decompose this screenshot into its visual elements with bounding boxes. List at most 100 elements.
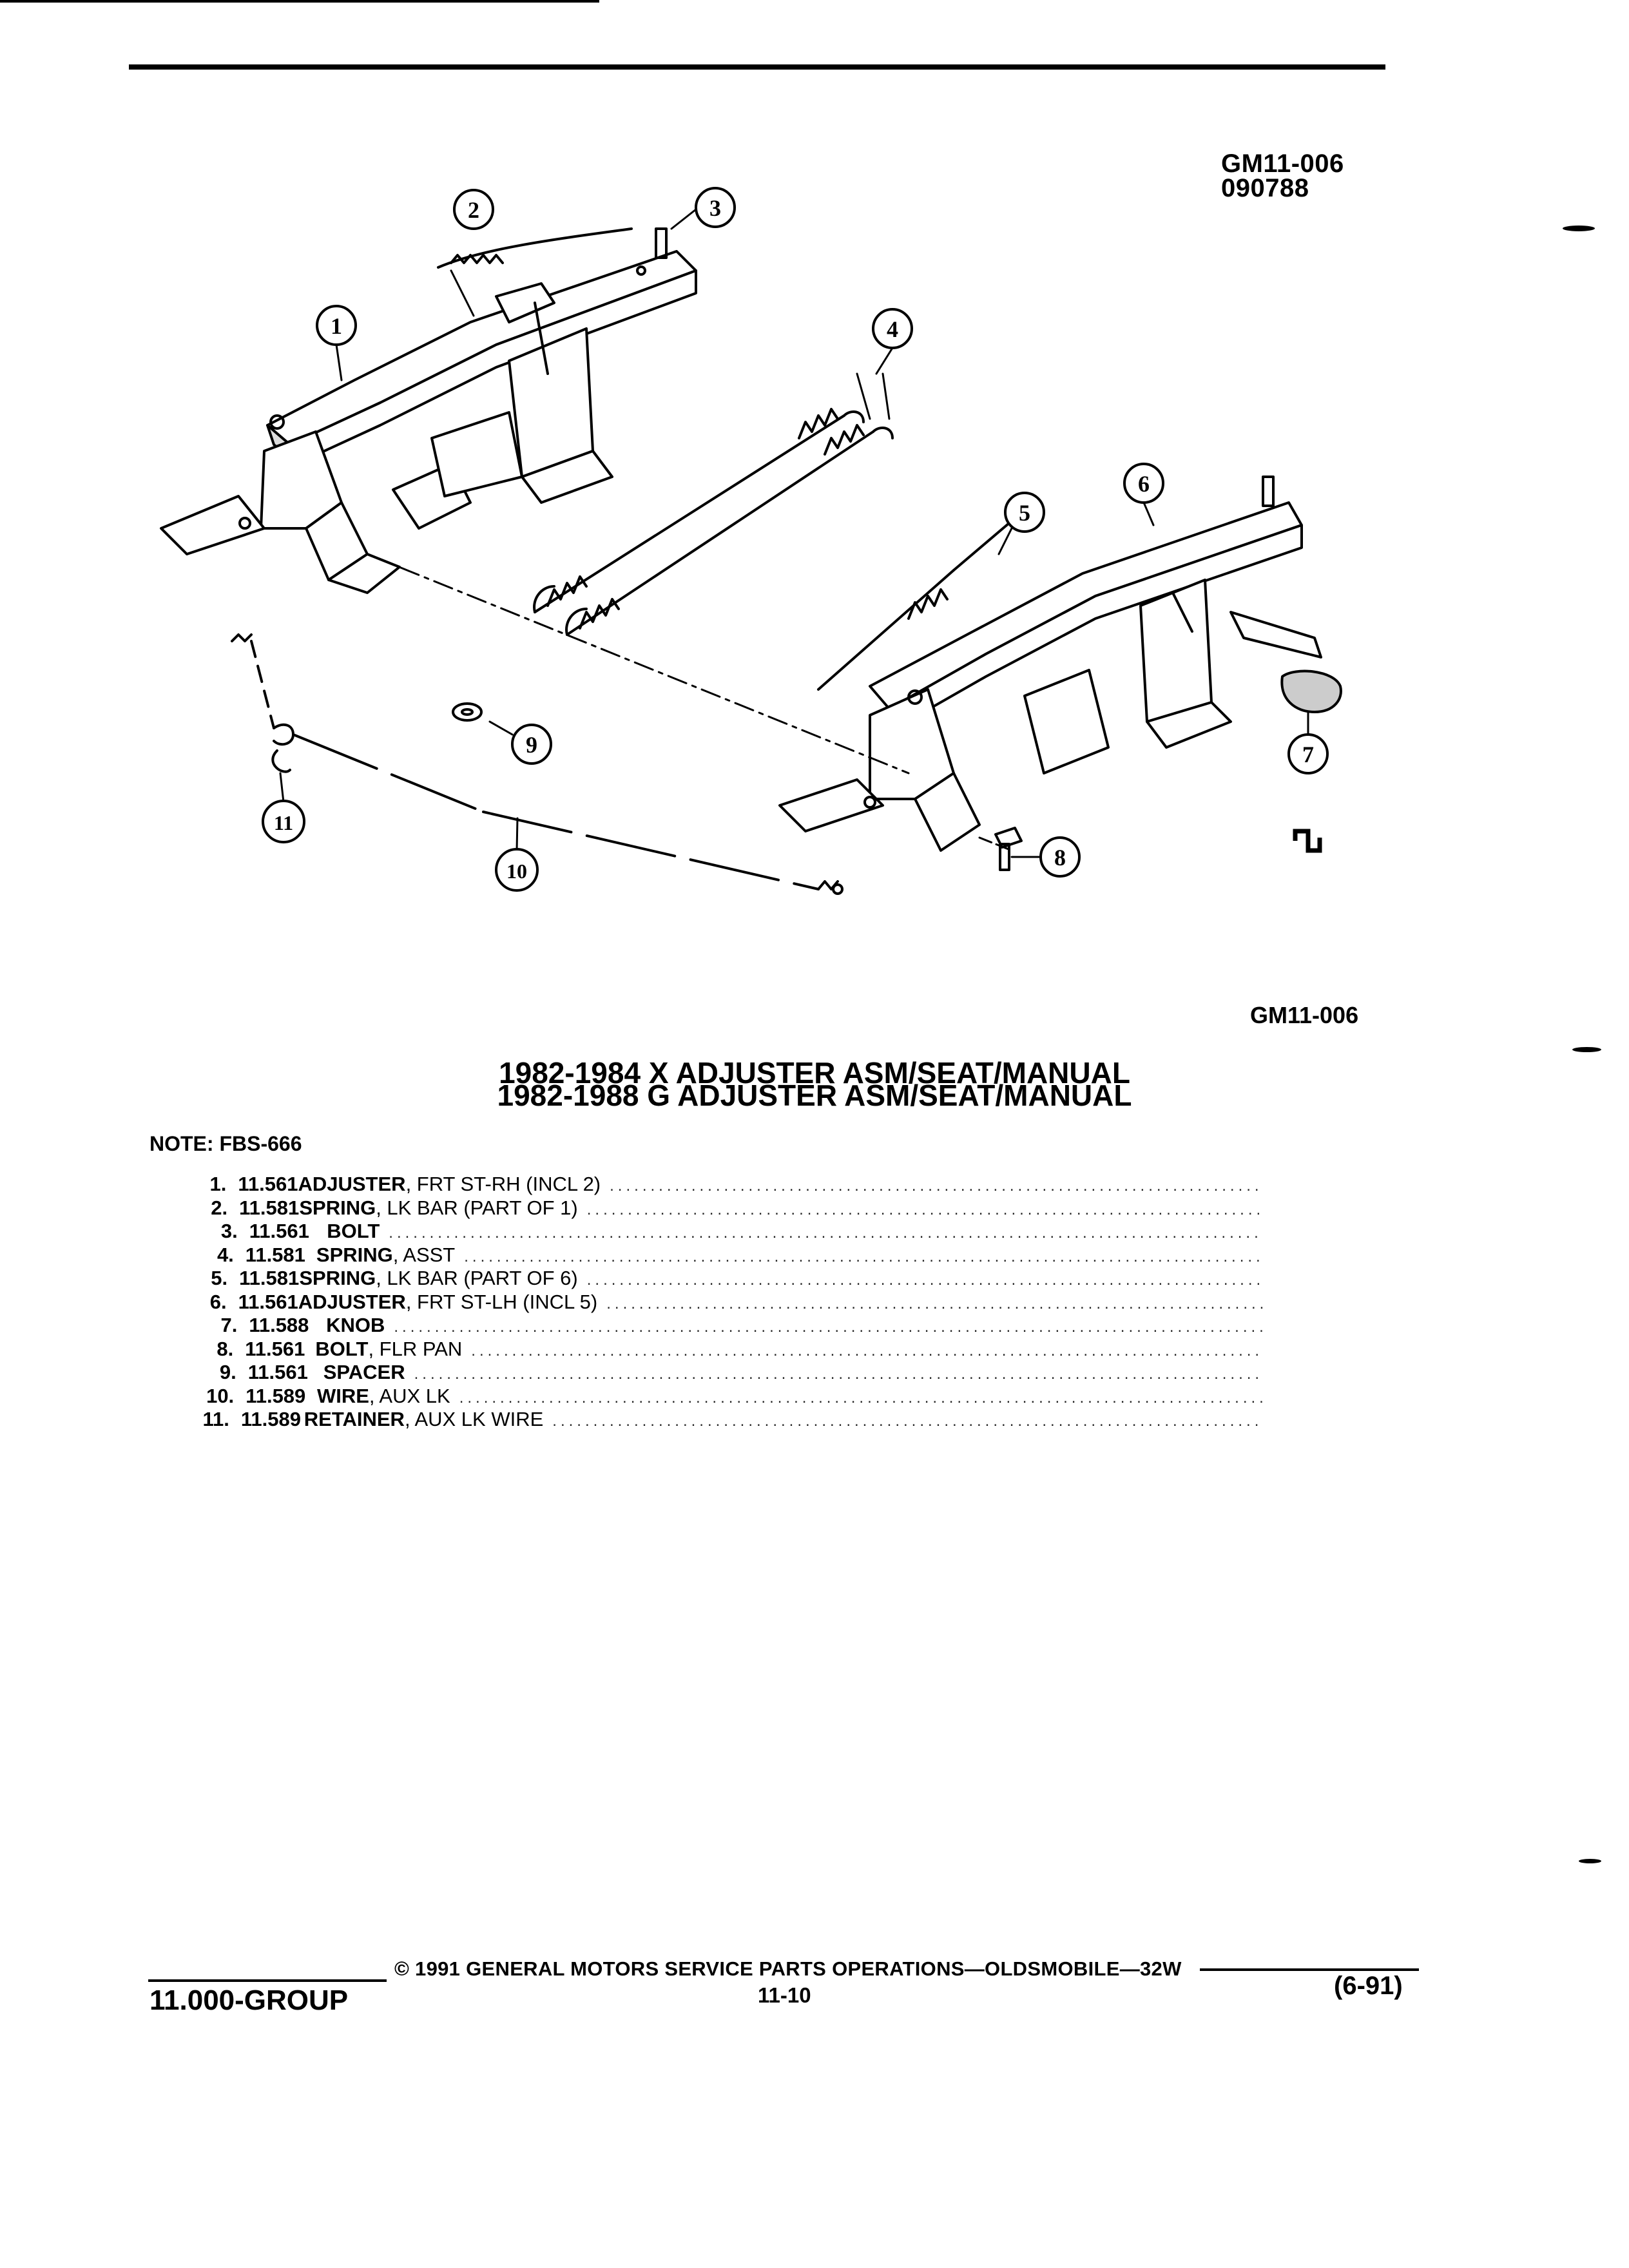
part-description: ADJUSTER, FRT ST-LH (INCL 5) <box>298 1291 598 1314</box>
part-detail: , FRT ST-LH (INCL 5) <box>405 1290 598 1313</box>
svg-text:8: 8 <box>1054 845 1066 870</box>
svg-text:11: 11 <box>274 811 293 834</box>
svg-text:4: 4 <box>887 316 898 342</box>
part-number: 2. <box>211 1196 228 1219</box>
part-name: SPRING <box>316 1243 393 1266</box>
part-description: SPRING, LK BAR (PART OF 6) <box>299 1267 577 1290</box>
part-number: 4. <box>217 1243 234 1266</box>
callout-8: 8 <box>1039 836 1081 878</box>
part-name: ADJUSTER <box>298 1173 406 1195</box>
part-name: SPRING <box>299 1267 376 1289</box>
part-name: KNOB <box>326 1314 385 1336</box>
callout-4: 4 <box>872 308 913 349</box>
part-name: BOLT <box>327 1220 380 1242</box>
leader-dots: ........................................… <box>394 1318 1263 1336</box>
title-line-1: 1982-1984 X ADJUSTER ASM/SEAT/MANUAL <box>499 1056 1130 1090</box>
callout-3: 3 <box>695 187 736 228</box>
note: NOTE: FBS-666 <box>149 1132 302 1155</box>
part-name: WIRE <box>316 1384 369 1407</box>
svg-text:2: 2 <box>468 197 479 223</box>
part-description: SPRING, ASST <box>316 1244 455 1267</box>
part-name: SPRING <box>299 1196 376 1219</box>
callout-1: 1 <box>316 305 357 346</box>
part-group-code: 11.581 <box>239 1196 300 1219</box>
svg-text:1: 1 <box>331 313 342 339</box>
footer-group: 11.000-GROUP <box>149 1984 349 2016</box>
part-number: 7. <box>220 1314 238 1336</box>
part-description: BOLT, FLR PAN <box>315 1338 462 1361</box>
callout-2: 2 <box>453 189 494 230</box>
leader-dots: ........................................… <box>471 1341 1263 1360</box>
part-description: BOLT <box>327 1220 380 1243</box>
leader-dots: ........................................… <box>606 1294 1263 1312</box>
svg-text:10: 10 <box>506 860 527 883</box>
scan-mark <box>1572 1047 1601 1052</box>
footer-rule-left <box>148 1979 387 1982</box>
leader-dots: ........................................… <box>464 1247 1263 1265</box>
leader-dots: ........................................… <box>414 1365 1263 1383</box>
part-description: ADJUSTER, FRT ST-RH (INCL 2) <box>298 1173 601 1196</box>
callout-11: 11 <box>262 800 305 843</box>
part-group-code: 11.581 <box>245 1243 305 1266</box>
title-line-2: 1982-1988 G ADJUSTER ASM/SEAT/MANUAL <box>497 1079 1132 1112</box>
part-number: 6. <box>209 1290 227 1313</box>
part-group-code: 11.588 <box>249 1314 309 1336</box>
header-rule <box>129 64 1385 70</box>
part-number: 1. <box>209 1173 227 1195</box>
part-group-code: 11.561 <box>247 1361 308 1383</box>
lh-adjuster-drawing <box>778 476 1322 852</box>
part-description: SPACER <box>323 1361 405 1384</box>
svg-text:3: 3 <box>709 195 721 221</box>
footer-revision: (6-91) <box>1334 1972 1403 2000</box>
scan-mark <box>1579 1859 1601 1863</box>
aux-lock-wire-drawing <box>231 633 843 895</box>
footer-rule-right <box>1200 1968 1419 1971</box>
svg-text:7: 7 <box>1302 742 1314 767</box>
part-name: ADJUSTER <box>298 1290 406 1313</box>
part-group-code: 11.561 <box>238 1290 298 1313</box>
part-group-code: 11.589 <box>240 1408 301 1430</box>
part-detail: , ASST <box>392 1243 456 1266</box>
callout-6: 6 <box>1123 463 1164 504</box>
part-row: 4. 11.581 SPRING, ASST....................… <box>193 1244 1263 1267</box>
part-row: 7. 11.588 KNOB............................… <box>193 1314 1263 1338</box>
part-description: SPRING, LK BAR (PART OF 1) <box>299 1196 577 1220</box>
part-row: 9. 11.561 SPACER..........................… <box>193 1361 1263 1385</box>
svg-text:5: 5 <box>1019 500 1030 526</box>
part-number: 10. <box>206 1384 235 1407</box>
seat-adjuster-exploded-diagram: 1 2 3 4 5 6 7 8 9 10 11 <box>160 187 1342 895</box>
callout-9: 9 <box>511 724 552 765</box>
spring-assortment-drawing <box>533 372 894 636</box>
leader-dots: ........................................… <box>459 1389 1263 1407</box>
part-number: 9. <box>219 1361 236 1383</box>
part-number: 11. <box>202 1408 229 1430</box>
floor-pan-bolt-drawing <box>994 827 1023 871</box>
svg-text:9: 9 <box>526 732 537 758</box>
part-group-code: 11.561 <box>238 1173 298 1195</box>
figure-date: 090788 <box>1221 174 1309 202</box>
part-number: 5. <box>211 1267 228 1289</box>
callout-5: 5 <box>1004 492 1045 533</box>
leader-dots: ........................................… <box>610 1177 1263 1195</box>
part-description: WIRE, AUX LK <box>317 1385 450 1408</box>
leader-dots: ........................................… <box>552 1412 1263 1430</box>
part-group-code: 11.581 <box>239 1267 300 1289</box>
callout-7: 7 <box>1287 733 1329 774</box>
part-group-code: 11.561 <box>249 1220 309 1242</box>
part-detail: , FLR PAN <box>368 1337 463 1360</box>
leader-dots: ........................................… <box>586 1200 1263 1218</box>
knob-drawing <box>1280 669 1342 713</box>
scan-mark <box>1563 226 1595 231</box>
illustration-label: GM11-006 <box>1250 1002 1359 1028</box>
figure-code: GM11-006 <box>1221 149 1344 178</box>
part-number: 3. <box>220 1220 238 1242</box>
part-name: RETAINER <box>304 1408 405 1430</box>
callout-10: 10 <box>495 848 539 892</box>
